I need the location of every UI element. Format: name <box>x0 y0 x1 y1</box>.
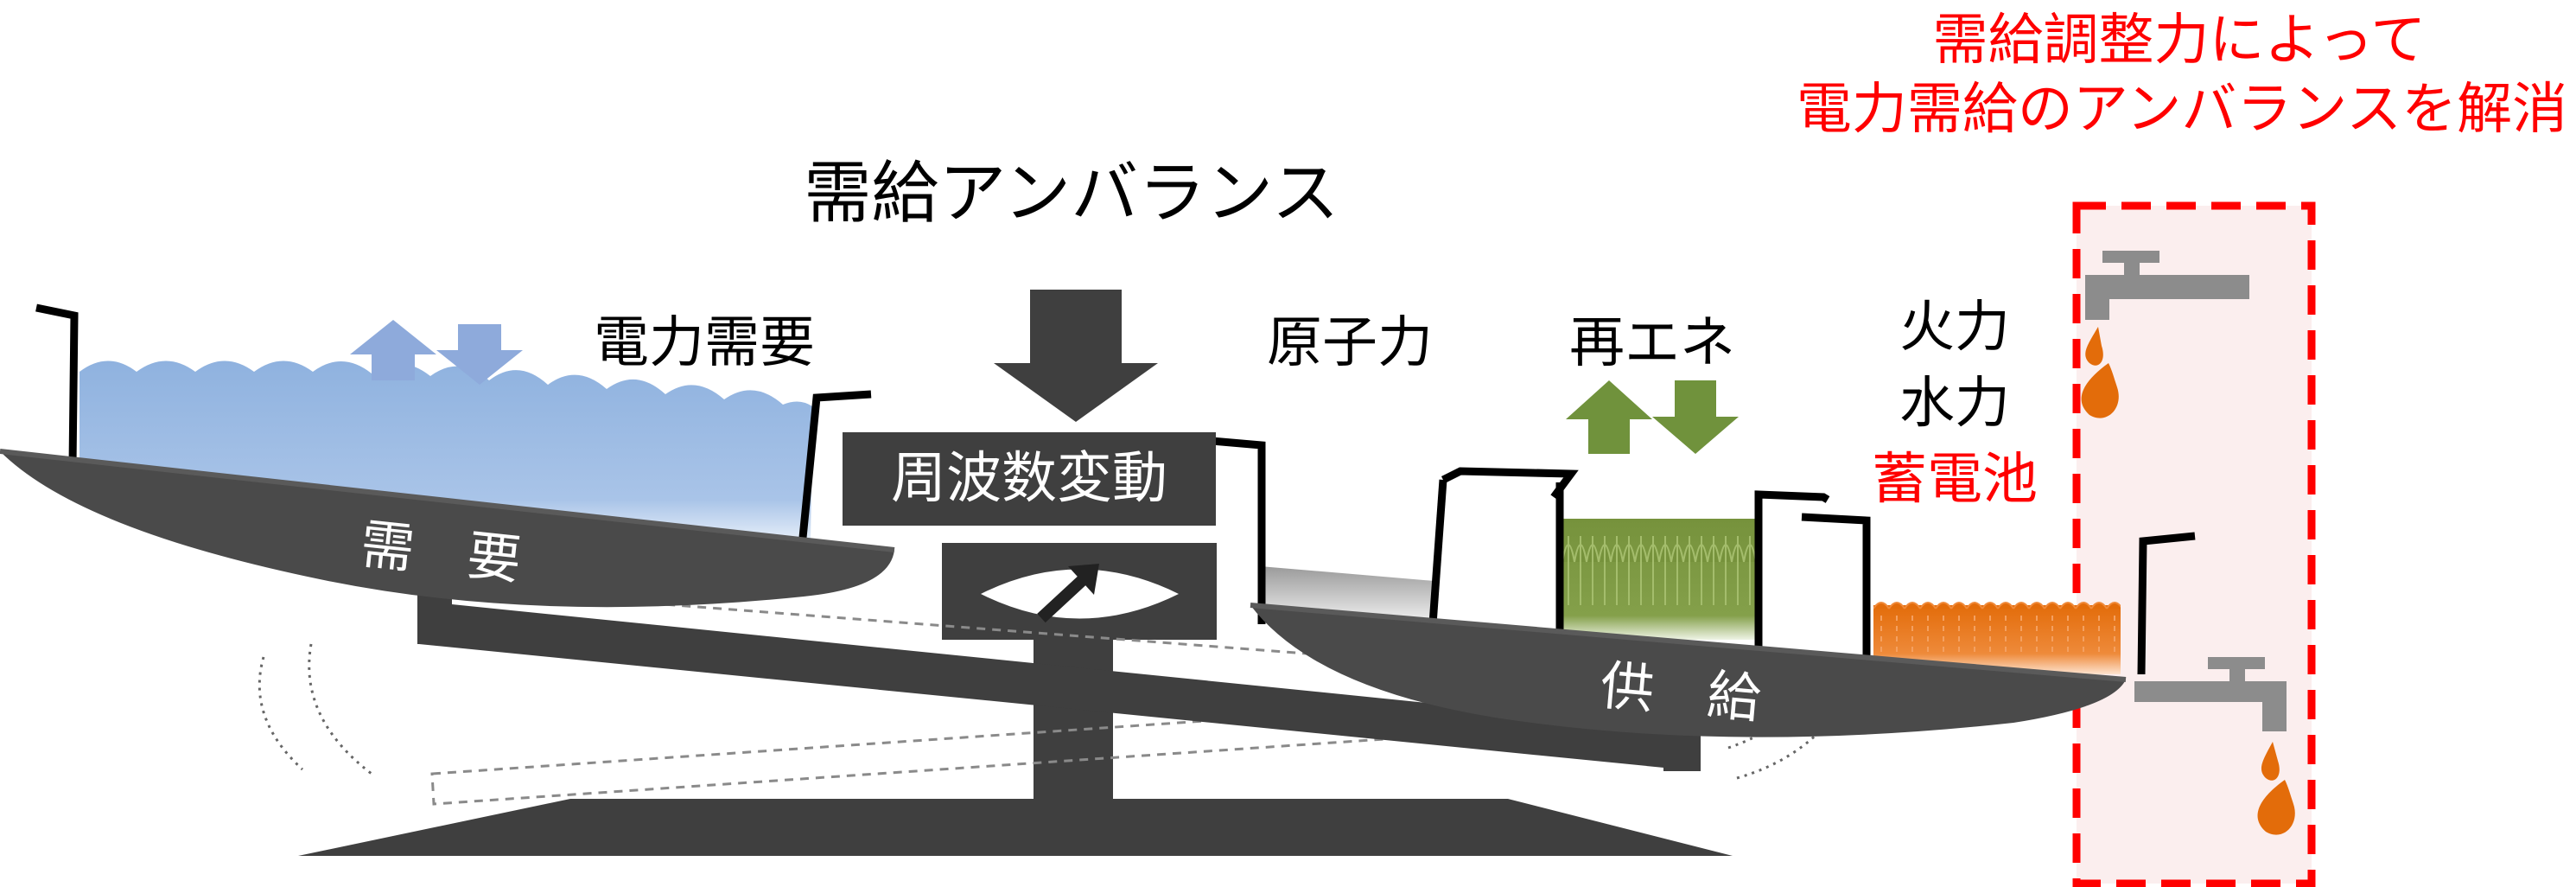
supply-containers <box>1211 437 2196 675</box>
demand-pan-rim-right <box>798 390 872 547</box>
frequency-box-label: 周波数変動 <box>891 447 1167 511</box>
imbalance-title: 需給アンバランス <box>804 155 1339 233</box>
demand-pan <box>0 451 894 608</box>
annotation-line2: 電力需給のアンバランスを解消 <box>1797 78 2567 142</box>
battery-block <box>1873 602 2121 674</box>
renewable-down-arrow <box>1652 380 1739 454</box>
nuclear-label: 原子力 <box>1267 311 1433 375</box>
demand-pan-highlight <box>0 449 895 552</box>
renewable-up-arrow <box>1566 380 1652 454</box>
hydro-label: 水力 <box>1899 372 2010 436</box>
demand-label: 電力需要 <box>594 311 815 375</box>
water-drop-icon <box>2257 742 2295 835</box>
balancing-capacity-box <box>2072 201 2316 887</box>
renewable-block <box>1559 519 1761 640</box>
renewable-label: 再エネ <box>1569 311 1735 375</box>
scale-base <box>298 799 1733 856</box>
annotation-line1: 需給調整力によって <box>1933 9 2427 73</box>
imbalance-down-arrow <box>994 290 1158 422</box>
frequency-box <box>843 432 1216 526</box>
demand-down-arrow <box>436 324 523 385</box>
thermal-label: 火力 <box>1899 296 2010 360</box>
scale-beam <box>417 601 1701 771</box>
frequency-gauge-icon <box>981 564 1179 623</box>
demand-pan-rim-left <box>35 303 79 466</box>
faucet-icon <box>2085 251 2249 320</box>
supply-pan <box>1250 605 2126 737</box>
supply-pan-highlight <box>1250 603 2127 682</box>
water-drop-icon <box>2081 327 2119 418</box>
battery-label: 蓄電池 <box>1872 448 2038 512</box>
demand-water <box>80 361 812 546</box>
demand-up-arrow <box>350 320 436 380</box>
supply-pan-label: 供 給 <box>1598 654 1764 731</box>
motion-lines-left <box>258 643 372 775</box>
faucet-icon <box>2134 657 2287 731</box>
